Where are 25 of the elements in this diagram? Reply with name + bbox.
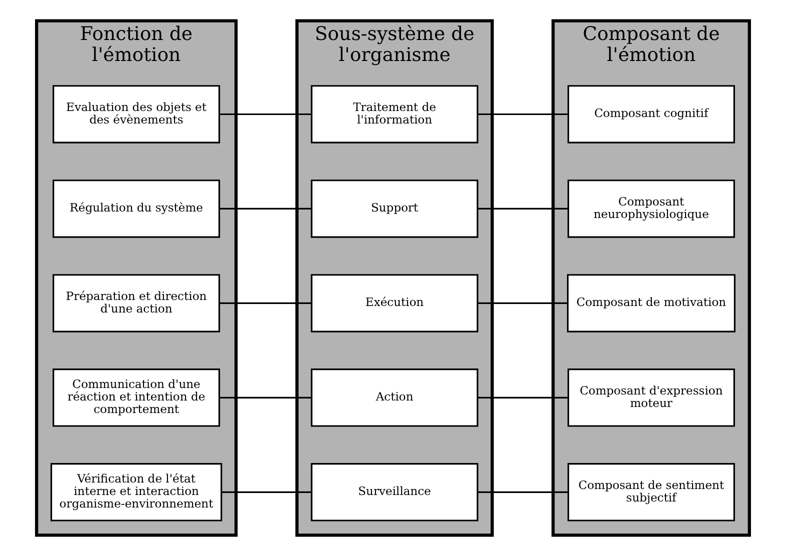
node-box: Composant cognitif (568, 85, 735, 144)
connector (478, 302, 568, 304)
node-box: Composant neurophysiologique (568, 180, 735, 238)
connector (478, 208, 568, 210)
connector (478, 113, 568, 116)
connector (219, 302, 312, 304)
node-box: Composant de motivation (567, 274, 736, 332)
node-box: Préparation et direction d'une action (52, 274, 220, 332)
connector (478, 491, 568, 493)
connector (478, 396, 568, 398)
node-box: Action (310, 368, 478, 427)
node-box: Composant d'expression moteur (568, 368, 735, 427)
node-box: Traitement de l'information (310, 85, 478, 144)
node-box: Vérification de l'état interne et interaction organisme-environnement (50, 463, 222, 522)
connector (219, 396, 312, 398)
node-box: Support (310, 180, 478, 238)
node-box: Evaluation des objets et des évènements (52, 85, 220, 144)
connector (219, 208, 312, 210)
node-box: Communication d'une réaction et intention de comportement (52, 368, 220, 427)
node-box: Régulation du système (52, 180, 220, 238)
connector (219, 113, 312, 116)
connector (222, 491, 312, 493)
node-box: Surveillance (310, 463, 478, 522)
node-box: Composant de sentiment subjectif (568, 463, 735, 522)
node-box: Exécution (310, 274, 478, 332)
